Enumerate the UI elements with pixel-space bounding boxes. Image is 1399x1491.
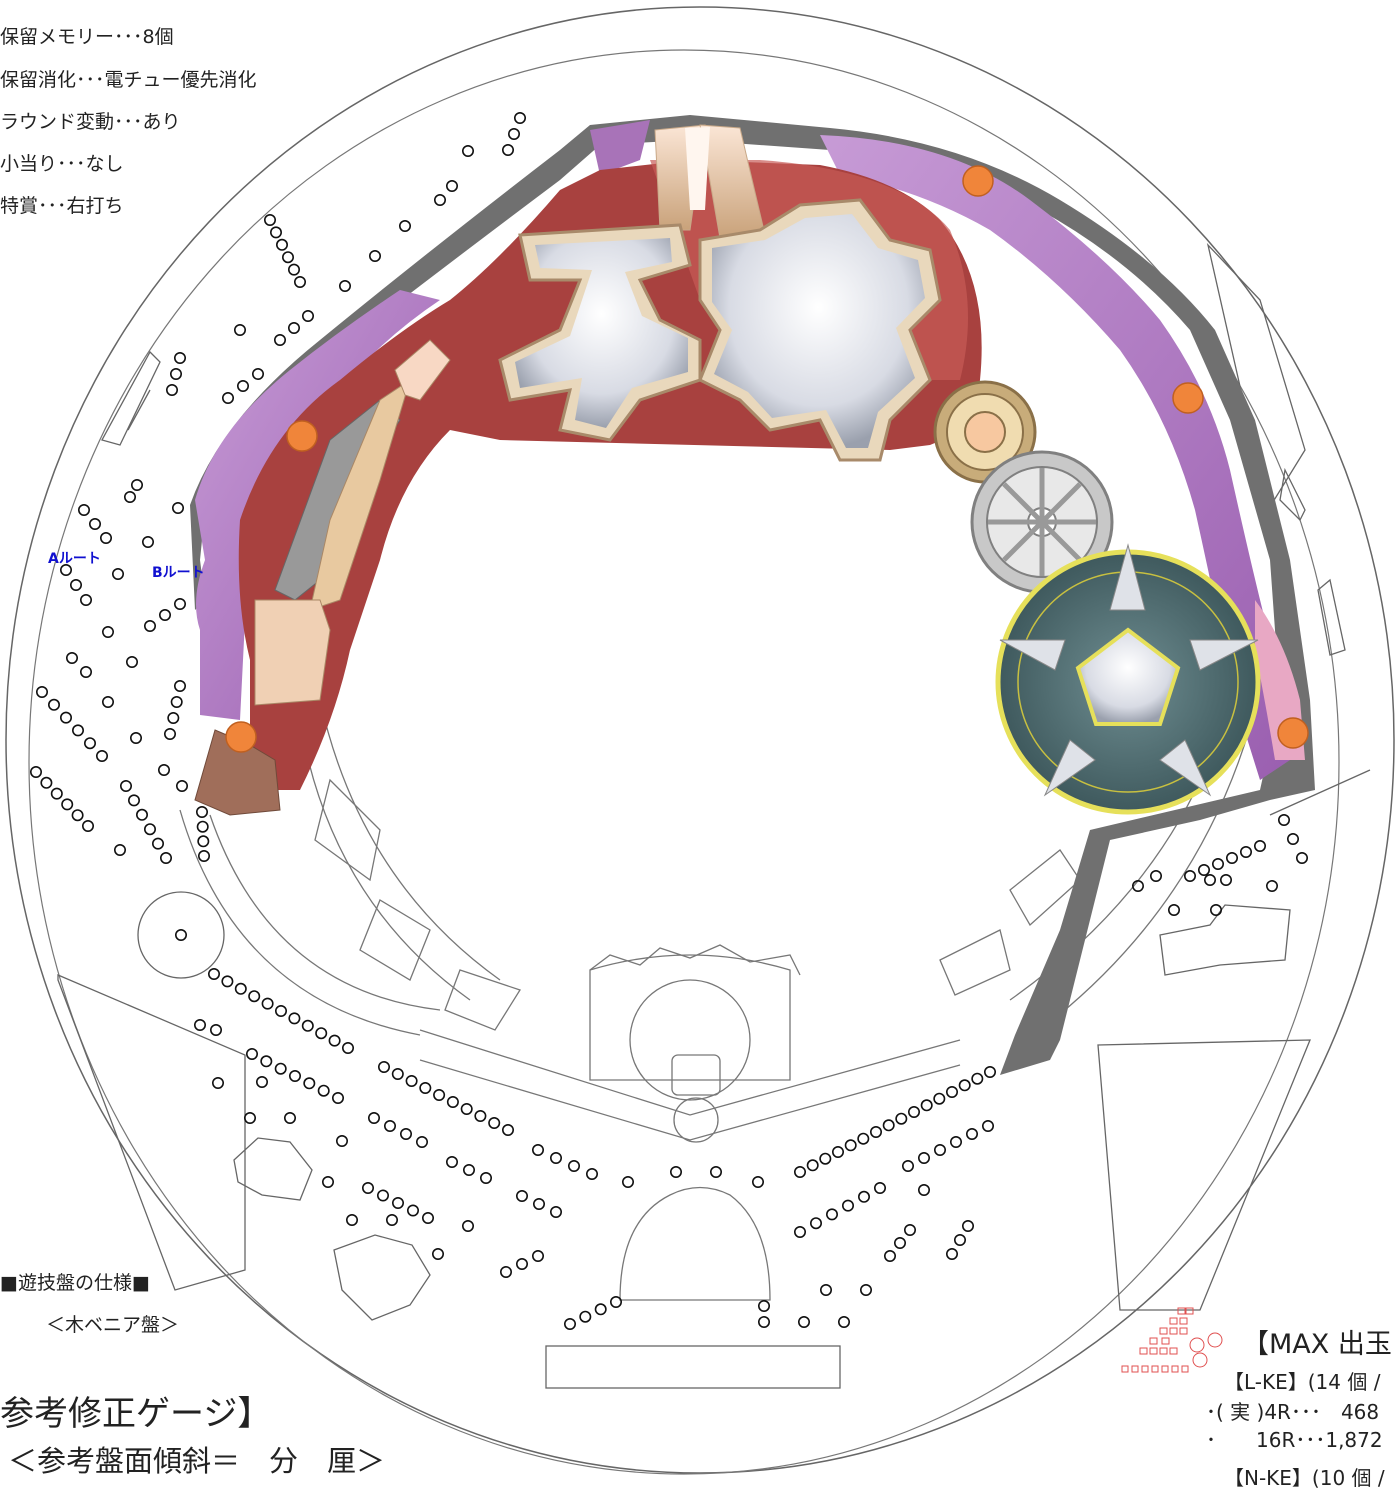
- max-line-nke: 【N-KE】(10 個 /: [1224, 1466, 1385, 1490]
- spec-hold-memory: 保留メモリー･･･8個: [0, 26, 174, 48]
- out-hole: [545, 1345, 841, 1389]
- board-type: ＜木ベニア盤＞: [46, 1314, 180, 1336]
- tenchu-logo: [498, 198, 942, 462]
- gauge-subtitle: ＜参考盤面傾斜＝ 分 厘＞: [8, 1444, 386, 1478]
- max-line-4r: ･( 実 )4R･･･ 468: [1206, 1400, 1380, 1424]
- max-line-16r: ･ 16R･･･1,872: [1206, 1428, 1383, 1452]
- route-a-label: Aルート: [48, 551, 101, 567]
- spec-round-variation: ラウンド変動･･･あり: [0, 111, 181, 133]
- board-outline: [5, 6, 1395, 1475]
- route-b-label: Bルート: [152, 565, 205, 581]
- silver-gear: [970, 450, 1114, 594]
- nail-pins: [29, 112, 1309, 1331]
- spotlight-beams: [654, 124, 766, 239]
- max-output-title: 【MAX 出玉: [1242, 1329, 1392, 1360]
- board-section-title: ■遊技盤の仕様■: [0, 1272, 150, 1294]
- orange-lights: [225, 165, 1309, 753]
- gauge-title: 参考修正ゲージ】: [0, 1394, 272, 1434]
- left-slide: [194, 339, 451, 816]
- right-rails: [1097, 242, 1371, 1311]
- left-rails: [57, 350, 431, 1321]
- counter-icon: [1121, 1307, 1223, 1373]
- star-emblem: [995, 543, 1261, 815]
- max-line-lke: 【L-KE】(14 個 /: [1224, 1370, 1381, 1394]
- spec-jackpot: 特賞･･･右打ち: [0, 195, 124, 217]
- spec-hold-digest: 保留消化･･･電チュー優先消化: [0, 69, 257, 91]
- spec-small-hit: 小当り･･･なし: [0, 153, 124, 175]
